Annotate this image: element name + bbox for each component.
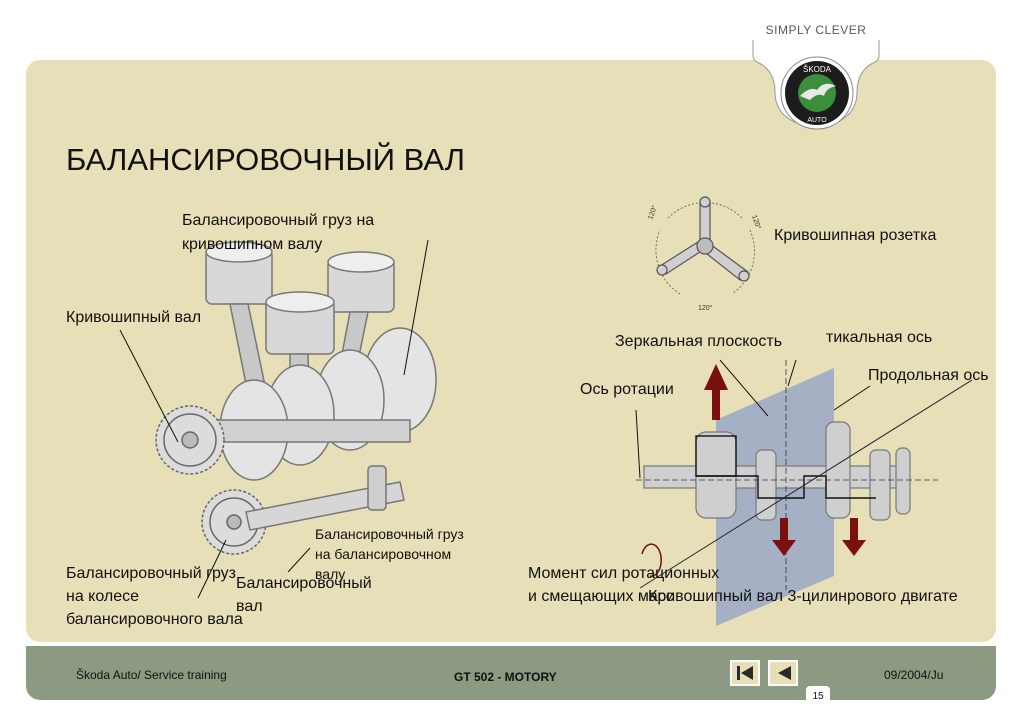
crank-rosette-diagram: 120° 120° 120° xyxy=(646,196,763,312)
label-mirror-plane: Зеркальная плоскость xyxy=(615,333,783,350)
label-rotation-axis: Ось ротации xyxy=(580,381,674,398)
label-three-cyl: Кривошипный вал 3-цилинрового двигате xyxy=(648,588,958,605)
label-crankshaft: Кривошипный вал xyxy=(66,309,202,326)
moment-arc-icon xyxy=(641,543,662,577)
rosette-angle-left: 120° xyxy=(646,204,659,221)
label-longitudinal-axis: Продольная ось xyxy=(868,367,989,384)
label-gear-weight-3: балансировочного вала xyxy=(66,611,243,628)
label-moment-1: Момент сил ротационных xyxy=(528,565,720,582)
label-shaft-weight-3: валу xyxy=(315,566,346,582)
label-crank-weight-1: Балансировочный груз на xyxy=(182,212,375,229)
label-gear-weight-1: Балансировочный груз xyxy=(66,565,237,582)
slide-background xyxy=(26,60,996,642)
label-moment-2: и смещающих масс xyxy=(528,588,674,605)
label-crank-weight-2: кривошипном валу xyxy=(182,236,323,253)
rosette-angle-bottom: 120° xyxy=(698,304,713,312)
label-rosette: Кривошипная розетка xyxy=(774,227,937,244)
skip-back-icon xyxy=(737,666,753,680)
brand-tagline: SIMPLY CLEVER xyxy=(765,23,867,37)
label-gear-weight-2: на колесе xyxy=(66,588,140,605)
three-cyl-crankshaft-diagram xyxy=(635,359,973,626)
page-number: 15 xyxy=(806,686,830,708)
force-arrow-down-2 xyxy=(842,518,866,556)
logo-text-bottom: AUTO xyxy=(807,117,827,124)
rosette-angle-right: 120° xyxy=(750,214,763,231)
footer-center-text: GT 502 - MOTORY xyxy=(454,670,557,684)
logo-text-top: ŠKODA xyxy=(803,65,832,74)
footer-right-text: 09/2004/Ju xyxy=(884,668,944,682)
arrow-left-icon xyxy=(778,666,791,680)
engine-illustration xyxy=(155,241,437,555)
previous-page-button[interactable] xyxy=(768,660,798,686)
skoda-logo: ŠKODA AUTO xyxy=(780,56,854,130)
label-balance-shaft-2: вал xyxy=(236,598,263,615)
label-balance-shaft-1: Балансировочный xyxy=(236,575,372,592)
footer-bar xyxy=(26,646,996,700)
footer-left-text: Škoda Auto/ Service training xyxy=(76,668,227,682)
label-vertical-axis: тикальная ось xyxy=(826,329,933,346)
first-page-button[interactable] xyxy=(730,660,760,686)
slide-title: БАЛАНСИРОВОЧНЫЙ ВАЛ xyxy=(66,142,466,177)
label-shaft-weight-2: на балансировочном xyxy=(315,546,452,562)
force-arrow-down-1 xyxy=(772,518,796,556)
label-shaft-weight-1: Балансировочный груз xyxy=(315,526,464,542)
force-arrow-up xyxy=(704,364,728,420)
